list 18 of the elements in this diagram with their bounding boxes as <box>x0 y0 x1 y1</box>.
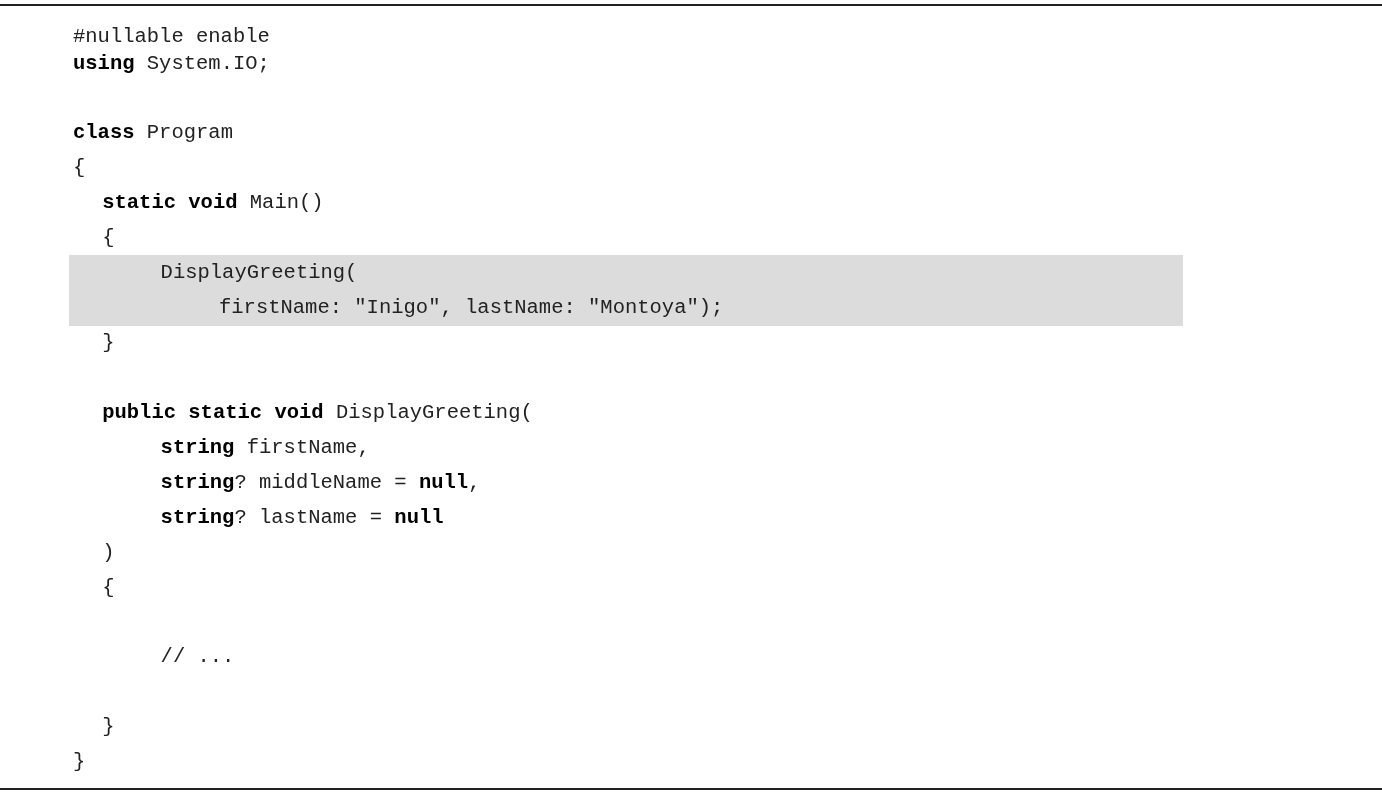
code-line: using System.IO; <box>73 51 270 77</box>
code-line: string? middleName = null, <box>160 470 481 496</box>
code-line: { <box>102 225 115 251</box>
code-line: } <box>73 749 86 775</box>
code-line: #nullable enable <box>73 24 270 50</box>
code-line: // ... <box>160 644 235 670</box>
code-line: firstName: "Inigo", lastName: "Montoya"); <box>219 295 724 321</box>
code-line: { <box>102 575 115 601</box>
code-line: static void Main() <box>102 190 324 216</box>
code-line: { <box>73 155 86 181</box>
code-line: } <box>102 714 115 740</box>
code-line: string firstName, <box>160 435 370 461</box>
code-line: } <box>102 330 115 356</box>
code-line: ) <box>102 540 115 566</box>
code-line: DisplayGreeting( <box>160 260 358 286</box>
code-line: string? lastName = null <box>160 505 444 531</box>
code-line: public static void DisplayGreeting( <box>102 400 533 426</box>
code-line: class Program <box>73 120 233 146</box>
